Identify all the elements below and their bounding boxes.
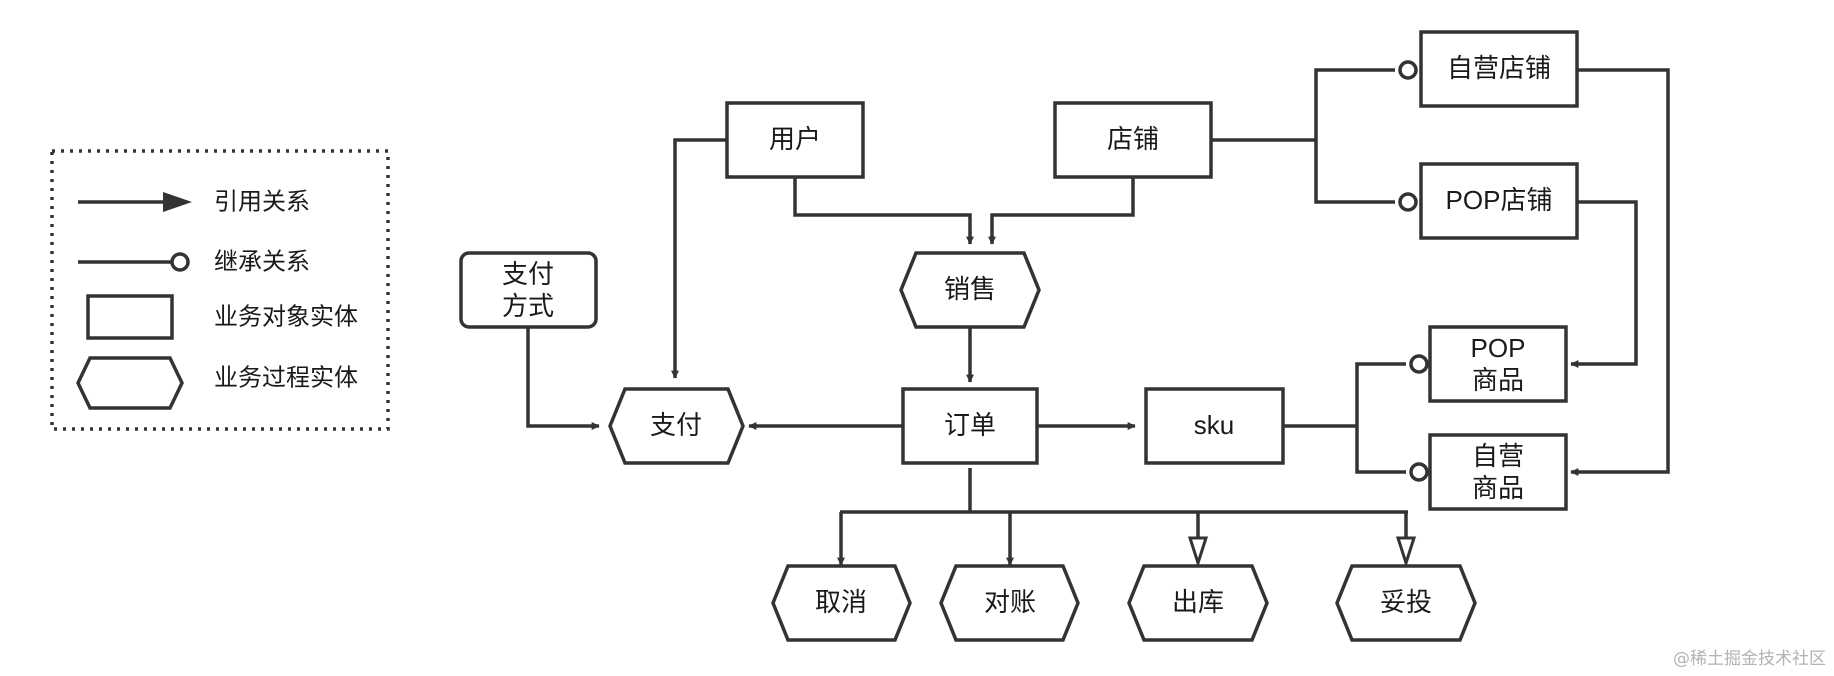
node-self-store: 自营店铺 [1419, 30, 1579, 108]
legend-frame [50, 149, 390, 431]
node-user: 用户 [725, 101, 865, 179]
edge-self-store-self-goods [1570, 68, 1670, 476]
cancel-label: 取消 [815, 587, 867, 617]
legend-reference-label: 引用关系 [214, 188, 310, 215]
inherit-self-store-icon [1398, 60, 1418, 80]
sku-box [1144, 387, 1285, 465]
pop-store-box [1419, 162, 1579, 240]
hollow-arrow-outbound-icon [1187, 536, 1209, 568]
edge-pop-store-pop-goods [1570, 200, 1638, 368]
node-store: 店铺 [1053, 101, 1213, 179]
payment-label: 支付 [650, 410, 702, 440]
outbound-label: 出库 [1172, 587, 1224, 617]
sku-label: sku [1194, 410, 1234, 440]
order-box [901, 387, 1039, 465]
order-label: 订单 [944, 410, 996, 440]
pop-store-label: POP店铺 [1446, 185, 1553, 215]
sales-hexagon [899, 251, 1041, 329]
outbound-hexagon [1127, 564, 1269, 642]
edge-user-payment [671, 138, 727, 379]
node-cancel: 取消 [771, 564, 912, 642]
inherit-pop-store-icon [1398, 192, 1418, 212]
edge-store-sales [988, 177, 1135, 245]
reconcile-hexagon [939, 564, 1080, 642]
edge-sku-subtypes [1355, 362, 1406, 474]
hollow-arrow-delivered-icon [1395, 536, 1417, 568]
user-box [725, 101, 865, 179]
self-store-label: 自营店铺 [1447, 53, 1551, 83]
legend-process-label: 业务过程实体 [214, 364, 358, 391]
watermark: @稀土掘金技术社区 [1673, 649, 1826, 669]
payment-method-label-line2: 方式 [502, 291, 554, 321]
edge-store-subtypes [1314, 68, 1395, 204]
self-store-box [1419, 30, 1579, 108]
connectors [526, 60, 1670, 568]
sales-label: 销售 [944, 274, 996, 304]
payment-hexagon [608, 387, 745, 465]
nodes: 用户 店铺 自营店铺 POP店铺 支付 方式 销售 支付 订单 [459, 30, 1579, 642]
legend-rectangle-icon [86, 294, 174, 340]
node-outbound: 出库 [1127, 564, 1269, 642]
delivered-hexagon [1335, 564, 1477, 642]
legend-hexagon-icon [76, 356, 184, 410]
legend-inheritance-label: 继承关系 [214, 248, 310, 275]
edge-method-payment [526, 327, 600, 430]
node-sku: sku [1144, 387, 1285, 465]
legend-arrowhead-icon [163, 192, 192, 212]
pop-goods-label-line2: 商品 [1472, 365, 1524, 395]
node-self-goods: 自营 商品 [1428, 433, 1568, 511]
pop-goods-box [1428, 325, 1568, 403]
legend-circle-icon [170, 252, 190, 272]
node-order: 订单 [901, 387, 1039, 465]
payment-method-box [459, 251, 598, 329]
node-delivered: 妥投 [1335, 564, 1477, 642]
payment-method-label-line1: 支付 [502, 259, 554, 289]
reconcile-label: 对账 [984, 587, 1036, 617]
store-label: 店铺 [1107, 124, 1159, 154]
node-payment: 支付 [608, 387, 745, 465]
node-reconcile: 对账 [939, 564, 1080, 642]
user-label: 用户 [769, 124, 821, 154]
inherit-self-goods-icon [1409, 462, 1429, 482]
delivered-label: 妥投 [1380, 587, 1432, 617]
legend-object-label: 业务对象实体 [214, 303, 358, 330]
pop-goods-label-line1: POP [1471, 333, 1526, 363]
inherit-pop-goods-icon [1409, 354, 1429, 374]
self-goods-label-line2: 商品 [1472, 473, 1524, 503]
self-goods-label-line1: 自营 [1472, 441, 1524, 471]
cancel-hexagon [771, 564, 912, 642]
legend: 引用关系 继承关系 业务对象实体 业务过程实体 [50, 149, 390, 431]
store-box [1053, 101, 1213, 179]
node-payment-method: 支付 方式 [459, 251, 598, 329]
edge-user-sales [793, 177, 974, 245]
node-pop-store: POP店铺 [1419, 162, 1579, 240]
node-sales: 销售 [899, 251, 1041, 329]
node-pop-goods: POP 商品 [1428, 325, 1568, 403]
self-goods-box [1428, 433, 1568, 511]
